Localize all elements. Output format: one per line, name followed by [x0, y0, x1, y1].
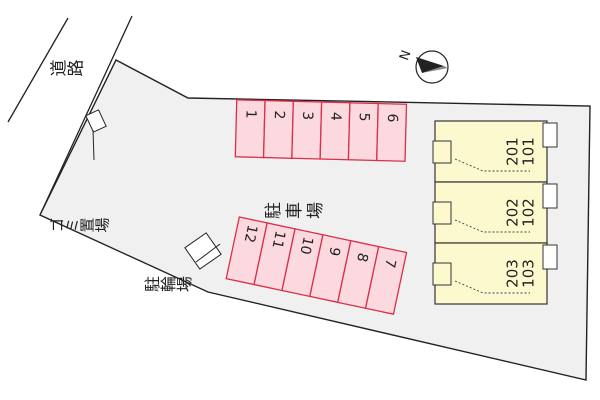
- parking-top-space-number: 3: [299, 111, 315, 120]
- unit-step: [542, 183, 558, 209]
- parking-top-space-2: [262, 99, 295, 159]
- parking-top-space-3: [291, 100, 323, 160]
- parking-top-space-4: [319, 101, 351, 161]
- parking-bottom-space-number: 10: [296, 235, 315, 256]
- unit-interior-line: [454, 219, 530, 233]
- unit-step: [542, 244, 558, 270]
- unit-number-lower: 102: [520, 198, 538, 227]
- unit-number-upper: 203: [504, 259, 522, 288]
- compass-north-icon: [415, 50, 449, 84]
- garbage-leader-line: [92, 129, 95, 161]
- unit-number-lower: 101: [520, 137, 538, 166]
- parking-row-top: 1 2 3 4 5 6: [234, 99, 408, 162]
- parking-top-space-number: 1: [242, 110, 258, 119]
- unit-number-upper: 202: [504, 198, 522, 227]
- parking-bottom-space-number: 12: [241, 223, 260, 244]
- parking-top-space-6: [376, 102, 408, 162]
- parking-bottom-space-number: 11: [269, 229, 288, 250]
- parking-bottom-space-7: [364, 245, 408, 315]
- bicycle-parking-label: 駐輪場: [144, 276, 192, 295]
- unit-notch: [432, 201, 452, 225]
- parking-top-space-number: 6: [384, 113, 400, 122]
- unit-notch: [432, 140, 452, 164]
- parking-top-space-number: 5: [356, 112, 372, 121]
- parking-bottom-space-number: 7: [381, 257, 399, 269]
- unit-step: [542, 122, 558, 148]
- parking-top-space-number: 2: [271, 110, 287, 119]
- unit-interior-line: [454, 280, 530, 294]
- parking-top-space-1: [234, 99, 266, 159]
- parking-top-space-5: [347, 102, 379, 162]
- unit-number-upper: 201: [504, 137, 522, 166]
- parking-bottom-space-number: 9: [325, 245, 343, 257]
- unit-notch: [432, 262, 452, 286]
- unit-block: [434, 181, 548, 244]
- garbage-area-label: ゴミ置場: [49, 216, 110, 235]
- garbage-area-box: [85, 109, 107, 133]
- unit-number-lower: 103: [520, 259, 538, 288]
- bicycle-parking-divider: [195, 243, 221, 263]
- road-label: 道路: [49, 60, 84, 81]
- parking-top-space-number: 4: [327, 112, 343, 121]
- unit-block: [434, 242, 548, 305]
- unit-interior-line: [454, 158, 530, 172]
- parking-bottom-space-number: 8: [353, 251, 371, 263]
- unit-block: [434, 120, 548, 183]
- road-edge-left: [7, 17, 69, 123]
- bicycle-parking-box: [184, 232, 222, 270]
- parking-lot-label: 駐車場: [264, 203, 327, 223]
